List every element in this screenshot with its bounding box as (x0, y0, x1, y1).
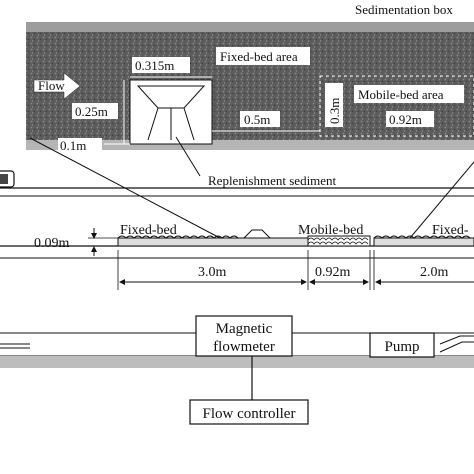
mobile-bed-area-outline (319, 75, 474, 137)
replenishment-mound (242, 229, 272, 239)
mobile-bed-gravel (307, 237, 369, 245)
flowmeter-label: flowmeter (213, 339, 275, 355)
magnetic-flowmeter-box (195, 315, 293, 357)
leader-line-right (409, 161, 474, 239)
magnetic-label: Magnetic (216, 321, 273, 337)
replenishment-pointer (175, 136, 201, 177)
dim-3-0: 3.0m (198, 265, 227, 280)
photo-bottom-wall (26, 140, 474, 150)
sedimentation-box-label: Sedimentation box (355, 2, 453, 17)
dim-box-03 (325, 83, 343, 127)
photo-top-wall (26, 22, 474, 32)
dim-0-1: 0.1m (60, 138, 86, 153)
mobile-bed-strip (307, 235, 371, 247)
fixed-bed-area-box (216, 47, 310, 65)
mobile-bed-area-box (354, 85, 464, 103)
dim-0-3: 0.3m (327, 98, 342, 124)
mobile-bed-label: Mobile-bed (298, 223, 363, 238)
supply-system: Magnetic flowmeter Pump Flow controller (0, 315, 474, 425)
dim-box-025 (72, 103, 118, 119)
flow-label: Flow (38, 78, 65, 93)
fixed-bed-area-label: Fixed-bed area (220, 49, 298, 64)
flow-controller-label: Flow controller (203, 406, 296, 422)
fixed-bed-right-label: Fixed- (432, 223, 469, 238)
fixed-bed-left-strip (117, 237, 309, 247)
dim-0-92-photo: 0.92m (389, 112, 422, 127)
photo-panel: Sedimentation box Flow 0.315m Fixed-bed … (26, 2, 474, 153)
flume-side-view: Fixed-bed Mobile-bed Fixed- 0.09m 3.0m 0… (0, 170, 474, 290)
pump-outlet-pipe (439, 335, 474, 353)
dim-box-01 (58, 138, 102, 152)
fixed-bed-right-gravel (373, 235, 471, 239)
dim-box-092 (386, 111, 434, 127)
ground-band (0, 356, 474, 368)
replenishment-sediment-shape (129, 79, 213, 145)
flow-arrow-icon (33, 72, 81, 100)
flow-controller-box (189, 399, 309, 425)
mobile-bed-area-label: Mobile-bed area (358, 87, 444, 102)
dim-0-5: 0.5m (244, 112, 270, 127)
dim-2-0: 2.0m (420, 265, 449, 280)
fixed-bed-left-gravel (117, 235, 239, 239)
dim-0-25: 0.25m (75, 104, 108, 119)
dim-0-92-side: 0.92m (315, 265, 351, 280)
fixed-bed-left-label: Fixed-bed (120, 223, 177, 238)
replenishment-label: Replenishment sediment (208, 173, 337, 188)
dim-box-05 (240, 111, 280, 127)
fixed-bed-right-strip (373, 237, 474, 247)
pump-box (369, 332, 435, 358)
dim-box-0315 (132, 57, 190, 73)
dim-0-09: 0.09m (34, 236, 70, 251)
pump-label: Pump (384, 339, 419, 355)
dim-0-315: 0.315m (135, 58, 174, 73)
flume-end-cap-inner (0, 174, 8, 184)
